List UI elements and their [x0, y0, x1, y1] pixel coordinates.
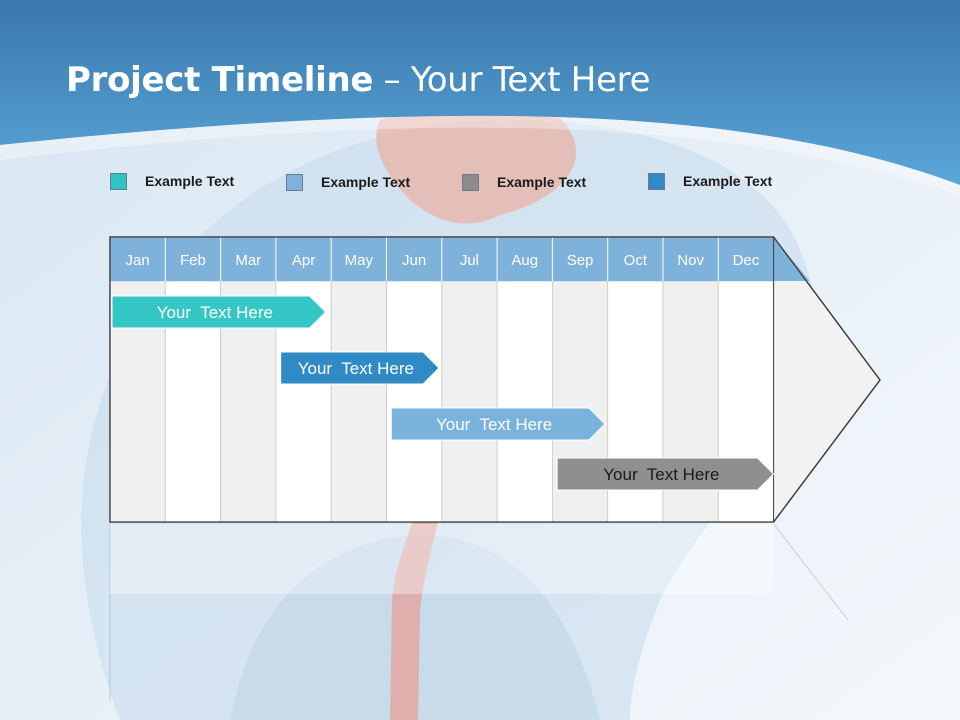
task-bar [390, 407, 606, 441]
month-label: Oct [624, 252, 648, 269]
month-column [496, 280, 553, 523]
legend-swatch [648, 172, 665, 190]
legend-swatch [462, 173, 479, 191]
legend-label: Example Text [321, 174, 411, 190]
throat-shape [376, 112, 577, 224]
legend-item-3: Example Text [462, 171, 586, 193]
month-label: Feb [180, 252, 206, 269]
month-label: Jan [126, 252, 150, 269]
timeline-arrow-outline [109, 236, 881, 523]
legend-item-2: Example Text [286, 171, 410, 193]
page-title-rest: – Your Text Here [373, 60, 651, 100]
month-label: Jun [402, 252, 426, 269]
legend-item-4: Example Text [648, 170, 772, 192]
page-title-bold: Project Timeline [66, 60, 374, 100]
legend-item-1: Example Text [110, 170, 234, 192]
reflection-fill [110, 524, 774, 594]
legend-swatch [110, 172, 127, 190]
legend-swatch [286, 173, 303, 191]
month-column [330, 280, 387, 523]
trachea-shape [390, 470, 450, 720]
reflection-lines [109, 523, 849, 700]
month-label: Dec [733, 252, 760, 269]
month-label: Sep [567, 252, 594, 269]
task-label: Your Text Here [436, 415, 552, 434]
task-label: Your Text Here [298, 359, 414, 378]
month-label: Apr [292, 252, 315, 269]
legend-label: Example Text [683, 173, 773, 189]
task-bar [111, 295, 327, 329]
legend-label: Example Text [145, 173, 235, 189]
month-column [441, 280, 498, 523]
page-title: Project Timeline – Your Text Here [66, 60, 651, 100]
task-bar [556, 457, 775, 491]
month-label: May [345, 252, 374, 269]
month-label: Nov [677, 252, 704, 269]
header-band [0, 0, 960, 185]
month-label: Mar [235, 252, 261, 269]
task-label: Your Text Here [157, 303, 273, 322]
month-column [386, 280, 443, 523]
task-bar [280, 351, 440, 385]
task-label: Your Text Here [603, 465, 719, 484]
month-label: Jul [460, 252, 479, 269]
month-label: Aug [511, 252, 538, 269]
legend-label: Example Text [497, 174, 587, 190]
month-header-band [110, 237, 810, 281]
header-curve-highlight [0, 115, 960, 195]
